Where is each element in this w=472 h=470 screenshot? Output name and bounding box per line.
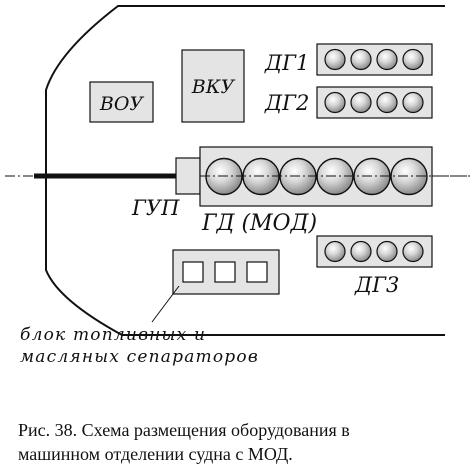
cylinder (350, 48, 372, 71)
separators-label-line1: блок топливных и (20, 325, 206, 345)
cylinder (390, 157, 428, 196)
separator-unit (246, 261, 268, 283)
cylinder (350, 240, 372, 263)
cylinder (402, 240, 424, 263)
caption-line2: машинном отделении судна с МОД. (18, 444, 293, 464)
vou-label: ВОУ (99, 93, 145, 115)
gup-label: ГУП (131, 196, 180, 220)
cylinder (350, 91, 372, 114)
dg3-label: ДГ3 (354, 273, 399, 297)
main-engine-label: ГД (МОД) (201, 211, 317, 236)
vou-box (89, 81, 154, 123)
dg2-cylinders (324, 91, 424, 114)
gup-box (175, 157, 201, 195)
dg1-cylinders (324, 48, 424, 71)
dg2-label: ДГ2 (264, 91, 309, 115)
vku-box (181, 49, 245, 123)
cylinder (324, 240, 346, 263)
dg1-label: ДГ1 (264, 51, 309, 75)
cylinder (324, 48, 346, 71)
separator-unit (182, 261, 204, 283)
hull-outline (45, 5, 445, 336)
cylinder (324, 91, 346, 114)
cylinder (376, 240, 398, 263)
cylinder (402, 48, 424, 71)
caption-line1: Рис. 38. Схема размещения оборудования в (18, 420, 350, 440)
cylinder (402, 91, 424, 114)
vku-label: ВКУ (191, 76, 236, 98)
dg3-cylinders (324, 240, 424, 263)
separators-leader-line (151, 285, 180, 323)
separator-unit (214, 261, 236, 283)
cylinder (376, 91, 398, 114)
cylinder (376, 48, 398, 71)
separators-label-line2: масляных сепараторов (20, 347, 259, 367)
